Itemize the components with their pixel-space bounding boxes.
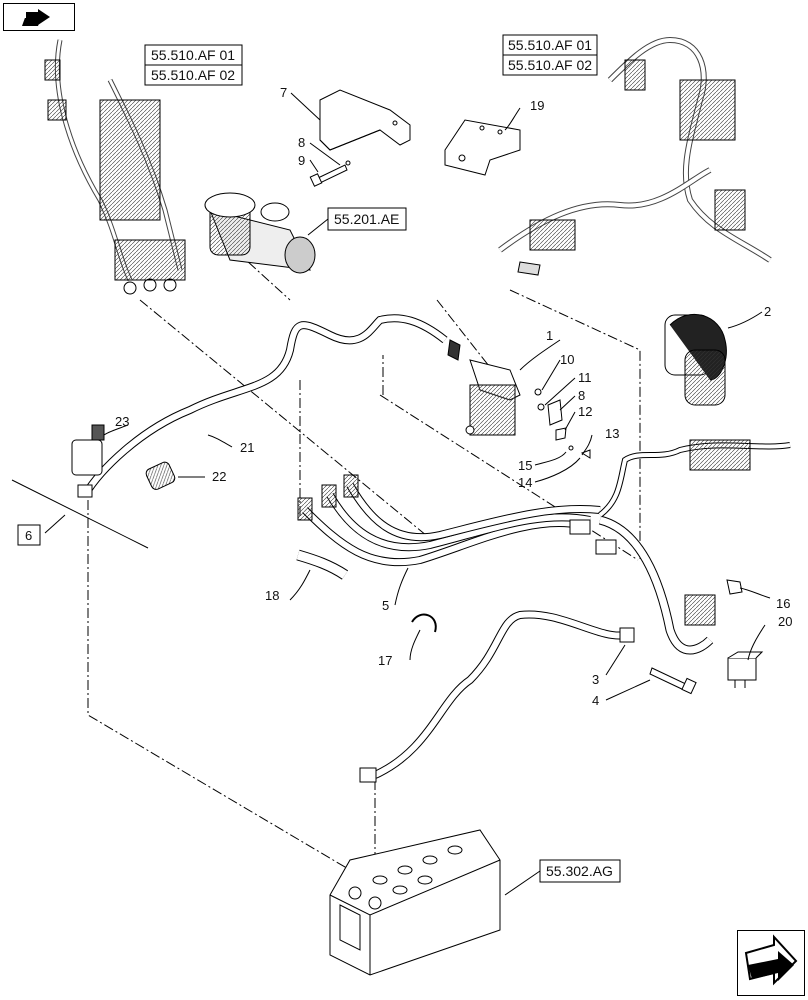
ref-harness-left-1: 55.510.AF 01	[151, 47, 235, 63]
ref-harness-right-2: 55.510.AF 02	[508, 57, 592, 73]
ref-battery: 55.302.AG	[546, 863, 613, 879]
clip-16	[726, 579, 743, 595]
callout-12: 12	[578, 404, 592, 419]
cable-3	[359, 610, 635, 783]
ref-box-battery[interactable]: 55.302.AG	[504, 859, 621, 896]
starter-motor	[204, 192, 316, 274]
ref-box-harness-right[interactable]: 55.510.AF 01 55.510.AF 02	[502, 34, 598, 76]
cable-21	[77, 314, 448, 498]
callout-14: 14	[518, 475, 532, 490]
relay-20	[727, 651, 764, 688]
callout-6: 6	[25, 528, 32, 543]
callout-7: 7	[280, 85, 287, 100]
fuse-box-1	[447, 339, 521, 436]
callout-19: 19	[530, 98, 544, 113]
callout-8: 8	[578, 388, 585, 403]
callout-2: 2	[764, 304, 771, 319]
callout-13: 13	[605, 426, 619, 441]
callout-11: 11	[578, 370, 592, 385]
callout-20: 20	[778, 614, 792, 629]
ref-harness-left-2: 55.510.AF 02	[151, 67, 235, 83]
callout-18: 18	[265, 588, 279, 603]
leader-lines	[87, 249, 641, 960]
callout-21: 21	[240, 440, 254, 455]
callout-22: 22	[212, 469, 226, 484]
callout-1: 1	[546, 328, 553, 343]
ring-17	[411, 613, 437, 633]
battery	[329, 829, 501, 976]
plug-23	[71, 424, 105, 476]
previous-page-icon	[21, 9, 50, 26]
callout-23: 23	[115, 414, 129, 429]
harness-right	[498, 36, 772, 276]
bolt-9	[309, 160, 351, 187]
callout-leaders	[44, 92, 771, 701]
callout-8-top: 8	[298, 135, 305, 150]
next-page-icon	[744, 934, 798, 986]
bracket-19	[444, 119, 521, 176]
callout-9: 9	[298, 153, 305, 168]
cable-5	[297, 439, 791, 655]
ref-box-starter[interactable]: 55.201.AE	[307, 207, 407, 236]
hose-18	[296, 549, 349, 580]
callout-5: 5	[382, 598, 389, 613]
ref-box-harness-left[interactable]: 55.510.AF 01 55.510.AF 02	[144, 44, 243, 86]
harness-left	[44, 39, 186, 295]
callout-10: 10	[560, 352, 574, 367]
ref-starter: 55.201.AE	[334, 211, 399, 227]
callout-numbers: 1 2 3 4 5 6 7 8 9 10 11 8 12 13 14 15 16…	[17, 85, 792, 708]
callout-4: 4	[592, 693, 599, 708]
bracket-7	[319, 89, 411, 151]
sleeve-22	[145, 461, 176, 490]
previous-page-button[interactable]	[3, 3, 75, 31]
small-hardware	[534, 388, 591, 459]
callout-17: 17	[378, 653, 392, 668]
pin-4	[649, 667, 697, 695]
line-6	[11, 479, 149, 549]
ref-harness-right-1: 55.510.AF 01	[508, 37, 592, 53]
callout-3: 3	[592, 672, 599, 687]
cover-2	[664, 313, 727, 406]
callout-15: 15	[518, 458, 532, 473]
callout-16: 16	[776, 596, 790, 611]
next-page-button[interactable]	[737, 930, 805, 996]
